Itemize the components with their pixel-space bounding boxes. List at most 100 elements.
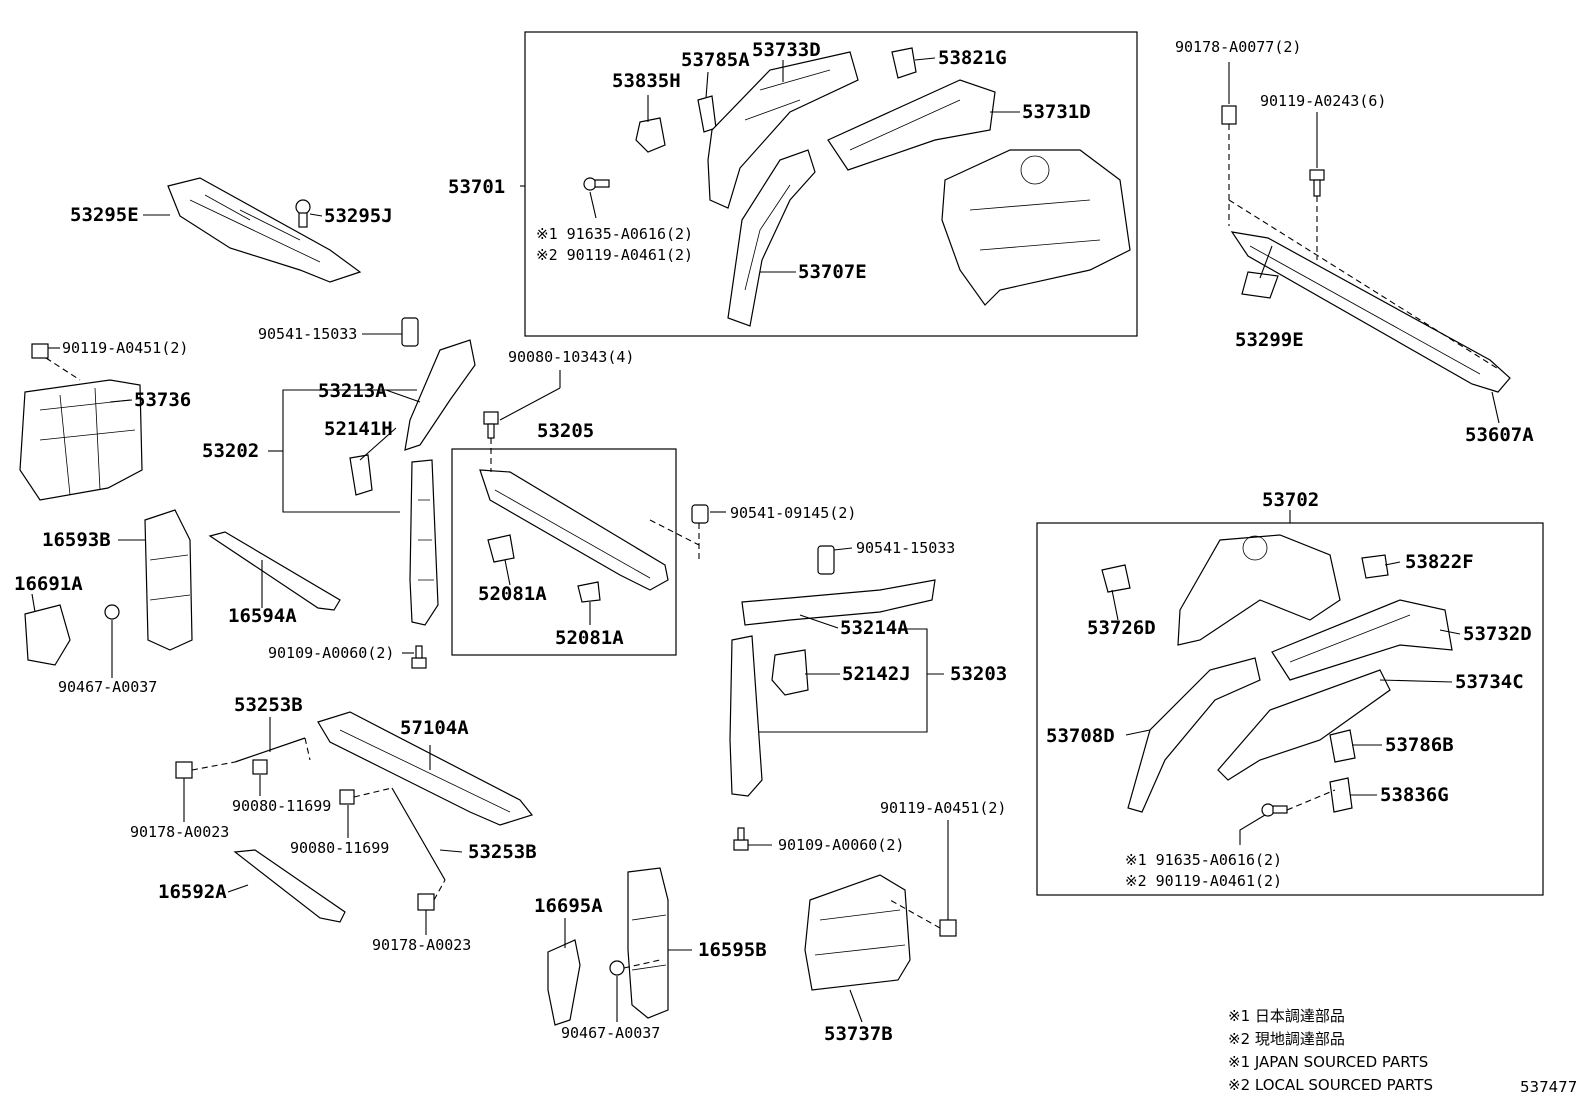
group-frame-53205 (451, 448, 677, 656)
label-90541-09145: 90541-09145(2) (730, 504, 856, 522)
label-16695A: 16695A (534, 895, 603, 917)
label-90119-A0243: 90119-A0243(6) (1260, 92, 1386, 110)
part-52081A-1-shape (487, 534, 515, 563)
label-16592A: 16592A (158, 881, 227, 903)
label-90080-11699-a: 90080-11699 (232, 797, 331, 815)
part-53737B-shape (804, 874, 911, 991)
label-90119-A0451-bot: 90119-A0451(2) (880, 799, 1006, 817)
label-53701: 53701 (448, 176, 505, 198)
label-53736: 53736 (134, 389, 191, 411)
part-53707E-shape (727, 149, 816, 327)
label-53732D: 53732D (1463, 623, 1532, 645)
part-53822F-shape (1361, 554, 1389, 579)
label-90178-A0023-b: 90178-A0023 (372, 936, 471, 954)
label-53202: 53202 (202, 440, 259, 462)
label-16594A: 16594A (228, 605, 297, 627)
label-53835H: 53835H (612, 70, 681, 92)
label-note1-91635: ※1 91635-A0616(2) (536, 225, 693, 243)
part-53736-shape (19, 379, 143, 501)
part-57104A-shape (317, 711, 534, 826)
label-53295E: 53295E (70, 204, 139, 226)
group-frame-53701 (524, 31, 1138, 337)
label-90080-11699-b: 90080-11699 (290, 839, 389, 857)
bracket-53203 (750, 628, 928, 733)
part-53731D-shape (827, 79, 996, 171)
label-90109-A0060-a: 90109-A0060(2) (268, 644, 394, 662)
part-53836G-shape (1329, 777, 1353, 813)
part-bolt-90119-A0451-bot-shape (939, 919, 957, 937)
label-90467-A0037-b: 90467-A0037 (561, 1024, 660, 1042)
part-53821G-shape (891, 47, 917, 79)
part-strut-tower-left-shape (1177, 534, 1341, 646)
part-53732D-shape (1271, 599, 1453, 681)
label-52142J: 52142J (842, 663, 911, 685)
label-90109-A0060-b: 90109-A0060(2) (778, 836, 904, 854)
label-53253B-b: 53253B (468, 841, 537, 863)
part-53734C-shape (1217, 669, 1391, 781)
part-bolt-90080-10343-shape (483, 411, 499, 439)
part-53299E-shape (1241, 271, 1279, 299)
part-53214A-shape (741, 579, 936, 626)
label-90119-A0451-top: 90119-A0451(2) (62, 339, 188, 357)
label-16595B: 16595B (698, 939, 767, 961)
part-53835H-shape (635, 117, 666, 153)
part-bolt-90080-11699-b-shape (339, 789, 355, 805)
bracket-53202 (282, 389, 417, 513)
part-16691A-shape (24, 604, 71, 666)
label-90178-A0077: 90178-A0077(2) (1175, 38, 1301, 56)
label-53708D: 53708D (1046, 725, 1115, 747)
label-53707E: 53707E (798, 261, 867, 283)
label-53733D: 53733D (752, 39, 821, 61)
part-strut-tower-right-shape (941, 149, 1131, 306)
part-16594A-shape (208, 531, 341, 611)
label-52081A-2: 52081A (555, 627, 624, 649)
label-52081A-1: 52081A (478, 583, 547, 605)
part-16592A-shape (233, 849, 346, 923)
legend-line-1: ※1 日本調達部品 (1228, 1007, 1345, 1025)
part-damper-90541-09145-shape (691, 504, 709, 524)
part-bolt-90119-A0243-shape (1309, 169, 1325, 197)
part-bolt-91635-shape (583, 177, 610, 191)
label-53737B: 53737B (824, 1023, 893, 1045)
part-53295J-shape (295, 199, 311, 228)
part-16593B-shape (144, 509, 193, 651)
label-53203: 53203 (950, 663, 1007, 685)
label-53607A: 53607A (1465, 424, 1534, 446)
part-52081A-2-shape (577, 581, 601, 603)
part-53785A-shape (697, 95, 717, 133)
label-90541-15033-a: 90541-15033 (258, 325, 357, 343)
part-bolt-90109-A0060-b-shape (733, 827, 749, 851)
label-52141H: 52141H (324, 418, 393, 440)
part-nut-90178-A0077-shape (1221, 105, 1237, 125)
label-53786B: 53786B (1385, 734, 1454, 756)
part-nut-90178-A0023-b-shape (417, 893, 435, 911)
diagram-id: 537477 (1520, 1078, 1577, 1096)
part-53607A-shape (1230, 231, 1511, 393)
part-53295E-shape (167, 177, 362, 283)
part-52141H-shape (349, 454, 373, 496)
part-bolt-90467-A0037-b-shape (609, 960, 625, 976)
part-bolt-91635-b-shape (1261, 803, 1288, 817)
legend-line-2: ※2 現地調達部品 (1228, 1030, 1345, 1048)
label-53253B-a: 53253B (234, 694, 303, 716)
part-nut-90178-A0023-a-shape (175, 761, 193, 779)
label-16593B: 16593B (42, 529, 111, 551)
label-note2-90119: ※2 90119-A0461(2) (536, 246, 693, 264)
part-53202-pillar-shape (409, 459, 439, 626)
label-90178-A0023-a: 90178-A0023 (130, 823, 229, 841)
label-53205: 53205 (537, 420, 594, 442)
part-16595B-shape (627, 867, 669, 1019)
label-90467-A0037-a: 90467-A0037 (58, 678, 157, 696)
part-16695A-shape (547, 939, 581, 1026)
part-bolt-90109-A0060-a-shape (411, 645, 427, 669)
legend-line-4: ※2 LOCAL SOURCED PARTS (1228, 1076, 1433, 1094)
label-53213A: 53213A (318, 380, 387, 402)
part-damper-90541-15033-a-shape (401, 317, 419, 347)
label-53734C: 53734C (1455, 671, 1524, 693)
part-bolt-90119-A0451-top-shape (31, 343, 49, 359)
label-90541-15033-b: 90541-15033 (856, 539, 955, 557)
label-53726D: 53726D (1087, 617, 1156, 639)
part-53786B-shape (1329, 729, 1356, 763)
label-53702: 53702 (1262, 489, 1319, 511)
legend-line-3: ※1 JAPAN SOURCED PARTS (1228, 1053, 1428, 1071)
